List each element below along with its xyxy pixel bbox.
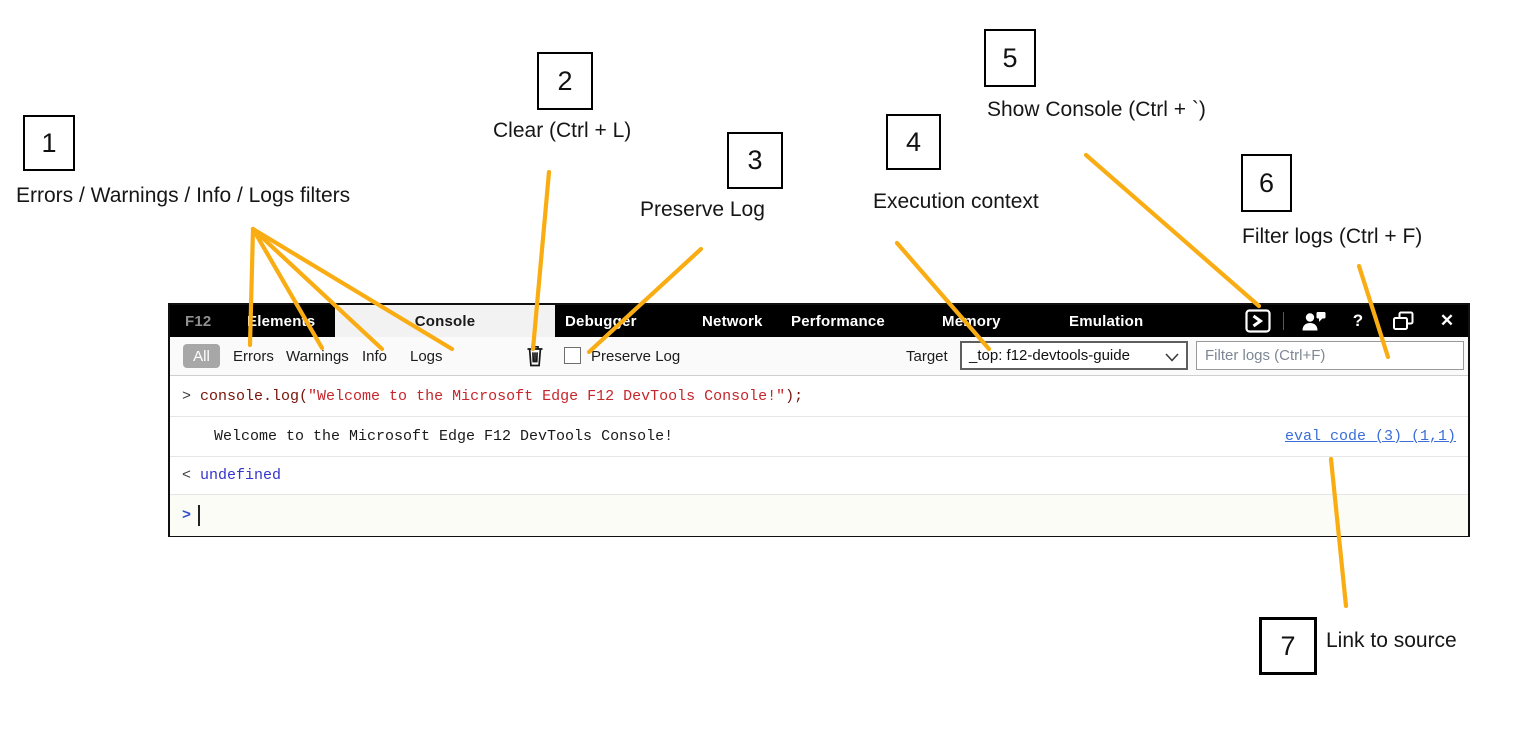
- callout-number-1: 1: [41, 127, 57, 158]
- preserve-log-checkbox[interactable]: [564, 347, 581, 364]
- callout-number-6: 6: [1258, 167, 1275, 198]
- trash-icon: [527, 345, 543, 367]
- chevron-down-icon: [1165, 353, 1179, 362]
- return-value: undefined: [200, 467, 282, 484]
- filter-logs-button[interactable]: Logs: [410, 347, 443, 365]
- callout-number-7: 7: [1280, 630, 1296, 661]
- console-input-row[interactable]: >: [170, 495, 1468, 536]
- console-return-row: < undefined: [170, 457, 1468, 495]
- callout-number-4: 4: [905, 126, 922, 157]
- show-console-icon[interactable]: [1243, 305, 1273, 337]
- tab-network[interactable]: Network: [702, 312, 763, 330]
- tab-emulation[interactable]: Emulation: [1069, 312, 1144, 330]
- filter-info-button[interactable]: Info: [362, 347, 388, 365]
- callout-number-5: 5: [1002, 42, 1018, 73]
- f12-logo: F12: [185, 312, 212, 330]
- tab-console[interactable]: Console: [335, 305, 555, 337]
- clear-console-button[interactable]: [525, 337, 545, 375]
- input-prompt: >: [182, 507, 192, 524]
- line-show-console: [1083, 152, 1262, 309]
- tab-performance[interactable]: Performance: [791, 312, 885, 330]
- help-icon[interactable]: ?: [1345, 305, 1371, 337]
- source-link[interactable]: eval code (3) (1,1): [1284, 428, 1456, 445]
- filter-warnings-button[interactable]: Warnings: [286, 347, 349, 365]
- callout-label-link-to-source: Link to source: [1326, 629, 1457, 652]
- callout-box-6: 6: [1241, 154, 1292, 212]
- titlebar-separator: [1283, 312, 1284, 330]
- callout-number-2: 2: [557, 65, 573, 96]
- console-echo-row: > console.log("Welcome to the Microsoft …: [170, 376, 1468, 417]
- execution-context-value: _top: f12-devtools-guide: [969, 347, 1130, 364]
- close-glyph: ✕: [1439, 311, 1455, 330]
- callout-label-show-console: Show Console (Ctrl + `): [987, 98, 1206, 121]
- text-cursor: [198, 505, 201, 526]
- callout-box-1: 1: [23, 115, 75, 171]
- callout-box-2: 2: [537, 52, 593, 110]
- preserve-log-label: Preserve Log: [591, 347, 681, 365]
- callout-number-3: 3: [747, 145, 763, 175]
- filter-errors-button[interactable]: Errors: [233, 347, 274, 365]
- result-message: Welcome to the Microsoft Edge F12 DevToo…: [214, 428, 674, 445]
- close-icon[interactable]: ✕: [1432, 305, 1462, 337]
- callout-label-filters: Errors / Warnings / Info / Logs filters: [16, 184, 351, 207]
- devtools-window: F12 Elements Console Debugger Network Pe…: [168, 303, 1470, 537]
- callout-label-execution-context: Execution context: [873, 190, 1039, 213]
- execution-context-dropdown[interactable]: _top: f12-devtools-guide: [960, 341, 1188, 370]
- filter-all-button[interactable]: All: [183, 344, 220, 368]
- echo-prompt: >: [182, 387, 192, 405]
- callout-box-5: 5: [984, 29, 1036, 87]
- tab-memory[interactable]: Memory: [942, 312, 1001, 330]
- echo-code: console.log("Welcome to the Microsoft Ed…: [200, 387, 804, 405]
- restore-window-icon[interactable]: [1386, 305, 1420, 337]
- console-toolbar: All Errors Warnings Info Logs Preserve L…: [170, 337, 1468, 376]
- tab-elements[interactable]: Elements: [247, 312, 316, 330]
- callout-box-3: 3: [727, 132, 783, 189]
- callout-box-7: 7: [1259, 617, 1317, 675]
- callout-box-4: 4: [886, 114, 941, 170]
- target-label: Target: [906, 347, 948, 365]
- callout-label-clear: Clear (Ctrl + L): [493, 119, 632, 142]
- devtools-titlebar: F12 Elements Console Debugger Network Pe…: [170, 305, 1468, 337]
- help-glyph: ?: [1352, 311, 1364, 330]
- tab-debugger[interactable]: Debugger: [565, 312, 637, 330]
- return-prompt: <: [182, 467, 192, 484]
- feedback-icon[interactable]: [1294, 305, 1332, 337]
- callout-label-preserve-log: Preserve Log: [640, 198, 765, 221]
- console-result-row: Welcome to the Microsoft Edge F12 DevToo…: [170, 417, 1468, 457]
- callout-label-filter-logs: Filter logs (Ctrl + F): [1242, 225, 1423, 248]
- filter-logs-input[interactable]: [1196, 341, 1464, 370]
